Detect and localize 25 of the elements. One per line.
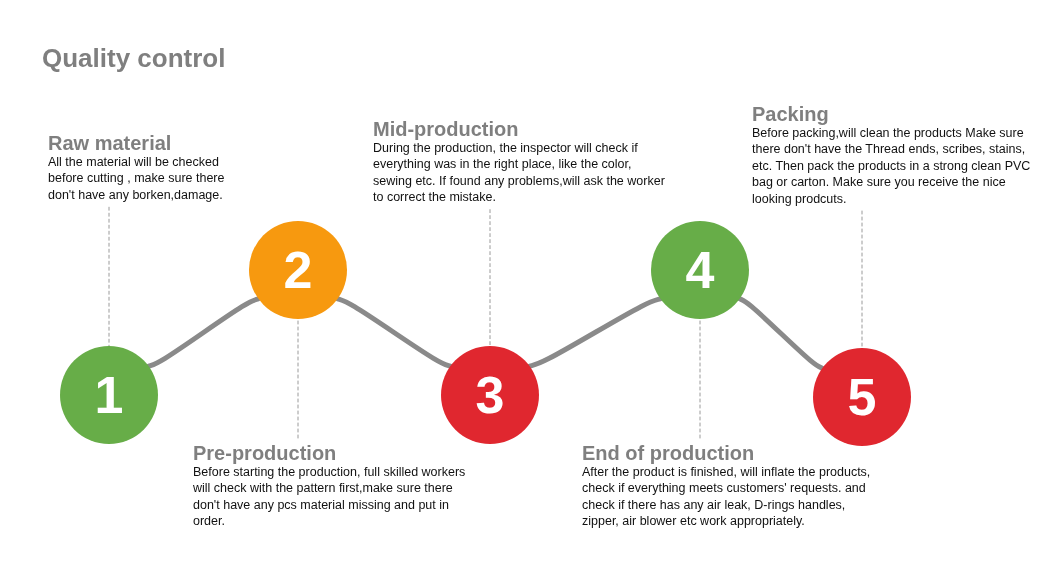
step-heading: Mid-production	[373, 118, 520, 140]
step-description: Before starting the production, full skilled workers will check with the pattern first,make sure there don't have any pcs material missing and put in order.	[193, 464, 467, 530]
leader-line	[108, 206, 110, 347]
step-description: After the product is finished, will inflate the products, check if everything meets customers' requests. and check if there has any air leak, D-rings handles, zipper, air blower etc work appropriately.	[582, 464, 872, 530]
step-circle: 4	[651, 221, 749, 319]
wave-connector	[527, 296, 663, 369]
step-description: During the production, the inspector will check if everything was in the right place, like the color, sewing etc. If found any problems,will ask the worker to correct the mistake.	[373, 140, 666, 206]
leader-line	[297, 318, 299, 439]
wave-connector	[335, 296, 453, 369]
step-heading: End of production	[582, 442, 756, 464]
step-circle: 5	[813, 348, 911, 446]
step-heading: Packing	[752, 103, 830, 125]
step-circle: 3	[441, 346, 539, 444]
step-circle: 1	[60, 346, 158, 444]
step-heading: Raw material	[48, 132, 173, 154]
step-description: All the material will be checked before cutting , make sure there don't have any borken,damage.	[48, 154, 226, 204]
step-heading: Pre-production	[193, 442, 338, 464]
leader-line	[489, 209, 491, 347]
leader-line	[861, 210, 863, 349]
leader-line	[699, 318, 701, 439]
step-description: Before packing,will clean the products Make sure there don't have the Thread ends, scribes, stains, etc. Then pack the products in a strong clean PVC bag or carton. Make sure you receive the nice looking prodcuts.	[752, 125, 1032, 208]
step-circle: 2	[249, 221, 347, 319]
diagram-title: Quality control	[42, 43, 226, 74]
wave-connector	[737, 296, 825, 371]
wave-connector	[146, 296, 261, 369]
